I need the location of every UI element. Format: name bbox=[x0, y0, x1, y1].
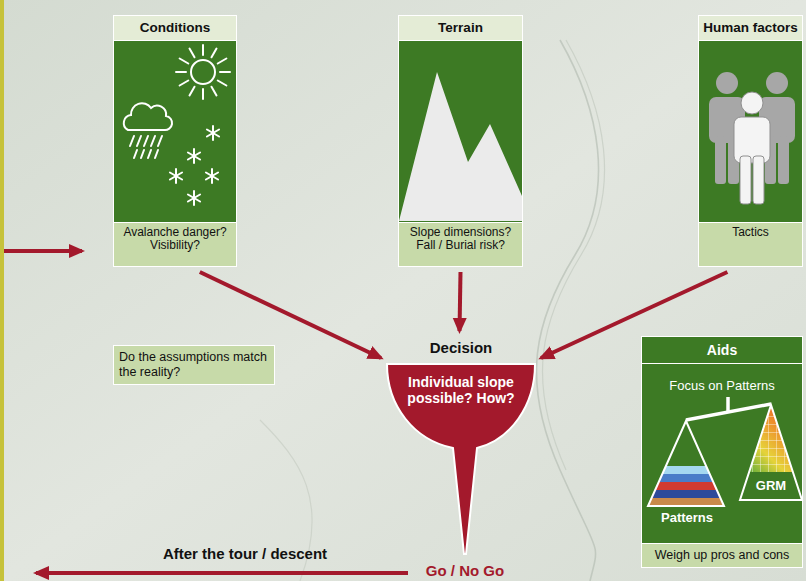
flow-arrow bbox=[460, 272, 461, 331]
box-footer: Weigh up pros and cons bbox=[642, 543, 802, 567]
decision-question: Individual slope possible? How? bbox=[396, 374, 526, 406]
box-heading: Human factors bbox=[699, 16, 802, 41]
panel-space bbox=[699, 41, 802, 222]
panel-space bbox=[399, 41, 522, 222]
funnel-outline bbox=[387, 364, 535, 554]
box-question: Slope dimensions? Fall / Burial risk? bbox=[399, 222, 522, 266]
factor-box: TerrainSlope dimensions? Fall / Burial r… bbox=[398, 15, 523, 267]
box-heading: Conditions bbox=[114, 16, 236, 41]
box-heading: Terrain bbox=[399, 16, 522, 41]
note-text: Do the assumptions match the reality? bbox=[114, 346, 274, 384]
outcome-label: Go / No Go bbox=[420, 562, 510, 579]
box-question: Tactics bbox=[699, 222, 802, 266]
box-question: Avalanche danger? Visibility? bbox=[114, 222, 236, 266]
factor-box: Human factorsTactics bbox=[698, 15, 803, 267]
pyramid-label: GRM bbox=[751, 478, 791, 494]
decision-heading: Decision bbox=[386, 336, 536, 360]
pyramid-label: Patterns bbox=[648, 510, 726, 526]
funnel-shape bbox=[386, 336, 536, 556]
panel-space bbox=[114, 41, 236, 222]
aids-box: AidsFocus on PatternsWeigh up pros and c… bbox=[641, 336, 803, 568]
box-heading: Aids bbox=[642, 337, 802, 364]
decision-funnel: DecisionIndividual slope possible? How? bbox=[386, 336, 536, 556]
box-body: Focus on Patterns bbox=[642, 364, 802, 394]
factor-box: ConditionsAvalanche danger? Visibility? bbox=[113, 15, 237, 267]
note-box: Do the assumptions match the reality? bbox=[113, 345, 275, 385]
arrow-label: After the tour / descent bbox=[125, 545, 365, 563]
